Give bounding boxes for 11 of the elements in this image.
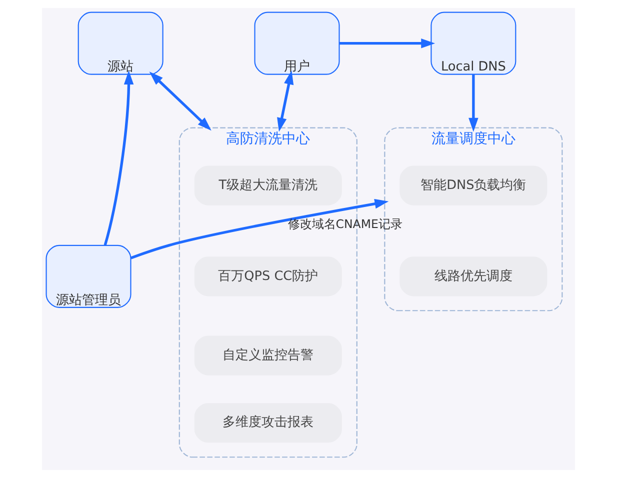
- arrow: [104, 70, 134, 246]
- arrow: [130, 198, 389, 260]
- arrow: [149, 72, 212, 131]
- arrow: [339, 38, 436, 48]
- arrow: [468, 74, 478, 132]
- node-box: 用户: [254, 12, 340, 75]
- arrow: [277, 70, 294, 132]
- edge-label: 修改域名CNAME记录: [288, 217, 402, 232]
- node-box: 源站管理员: [46, 244, 132, 308]
- node-box: Local DNS: [430, 12, 516, 75]
- node-box: 源站: [78, 12, 164, 75]
